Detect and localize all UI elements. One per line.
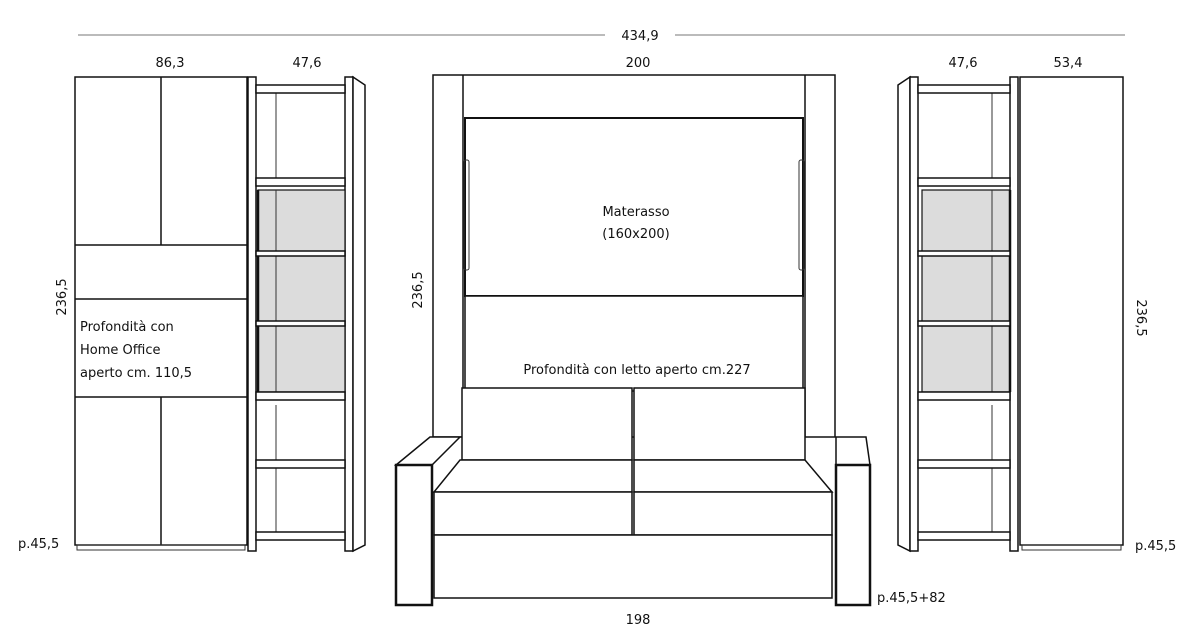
wall-bed: Materasso (160x200) Profondità con letto…: [432, 74, 836, 438]
total-width-label: 434,9: [621, 29, 658, 44]
right-bookcase-width-label: 47,6: [949, 56, 978, 71]
home-office-note-2: Home Office: [80, 343, 160, 358]
mattress-size-label: (160x200): [602, 227, 669, 242]
depth-right-label: p.45,5: [1135, 539, 1176, 554]
height-right-label: 236,5: [1133, 299, 1148, 336]
right-cabinet-width-label: 53,4: [1054, 56, 1083, 71]
bed-depth-note: Profondità con letto aperto cm.227: [523, 363, 750, 378]
left-bookcase: [247, 75, 366, 553]
home-office-note-1: Profondità con: [80, 320, 174, 335]
height-center-label: 236,5: [411, 271, 426, 308]
right-bookcase: [897, 75, 1019, 553]
total-width-dimension: 434,9: [78, 29, 1125, 44]
sofa: [393, 387, 872, 607]
home-office-note-3: aperto cm. 110,5: [80, 366, 192, 381]
sofa-width-label: 198: [626, 613, 651, 628]
bed-width-label: 200: [626, 56, 651, 71]
right-cabinet: [1019, 76, 1124, 551]
mattress-label: Materasso: [602, 205, 669, 220]
left-cabinet-width-label: 86,3: [156, 56, 185, 71]
depth-center-label: p.45,5+82: [877, 591, 946, 606]
left-bookcase-width-label: 47,6: [293, 56, 322, 71]
height-left-label: 236,5: [55, 278, 70, 315]
left-cabinet: Profondità con Home Office aperto cm. 11…: [74, 76, 248, 551]
depth-left-label: p.45,5: [18, 537, 59, 552]
